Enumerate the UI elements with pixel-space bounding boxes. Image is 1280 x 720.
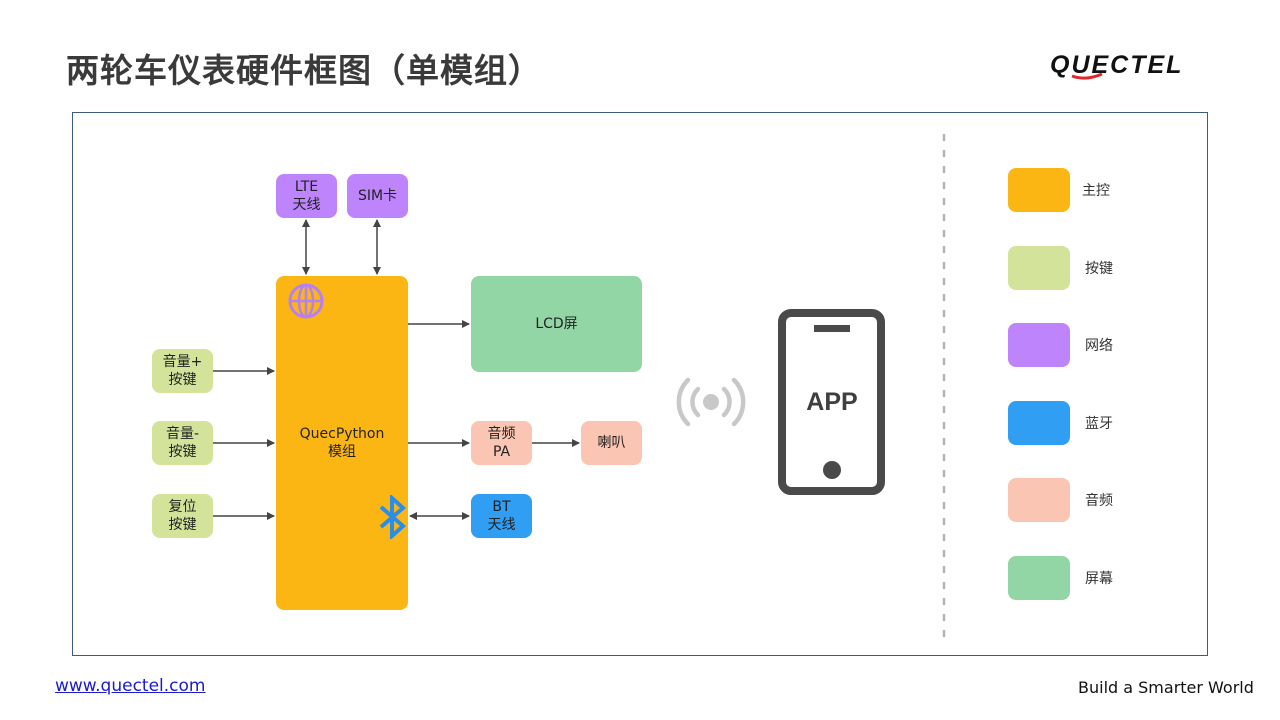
sim-card-label: SIM卡 bbox=[357, 188, 398, 204]
legend-swatch-bluetooth bbox=[1008, 401, 1070, 445]
legend-swatch-audio bbox=[1008, 478, 1070, 522]
legend-label-audio: 音频 bbox=[1085, 493, 1113, 509]
legend-swatch-screen bbox=[1008, 556, 1070, 600]
audio-pa-line2: PA bbox=[492, 444, 511, 460]
speaker-label: 喇叭 bbox=[597, 435, 626, 451]
vol-down-line2: 按键 bbox=[168, 444, 197, 460]
reset-key-line1: 复位 bbox=[168, 499, 197, 515]
globe-icon bbox=[288, 283, 324, 319]
legend-swatch-network bbox=[1008, 323, 1070, 367]
main-module-line1: QuecPython bbox=[299, 426, 385, 442]
lcd-box: LCD屏 bbox=[471, 276, 642, 372]
footer-website-link[interactable]: www.quectel.com bbox=[55, 676, 206, 696]
main-module-line2: 模组 bbox=[327, 444, 356, 460]
bt-antenna-line2: 天线 bbox=[487, 517, 516, 533]
lte-antenna-line1: LTE bbox=[294, 179, 319, 195]
slide-title: 两轮车仪表硬件框图（单模组） bbox=[66, 51, 542, 90]
legend-label-main-control: 主控 bbox=[1082, 183, 1110, 199]
bt-antenna-line1: BT bbox=[492, 499, 511, 515]
app-label: APP bbox=[806, 388, 857, 416]
quectel-logo: QUECTEL bbox=[1050, 51, 1183, 80]
bluetooth-icon bbox=[379, 495, 407, 539]
lte-antenna-line2: 天线 bbox=[292, 197, 321, 213]
logo-wordmark: QUECTEL bbox=[1050, 51, 1183, 79]
sim-card-box: SIM卡 bbox=[347, 174, 408, 218]
audio-pa-line1: 音频 bbox=[487, 426, 516, 442]
vol-down-key-box: 音量- 按键 bbox=[152, 421, 213, 465]
legend-label-screen: 屏幕 bbox=[1085, 571, 1113, 587]
smartphone-icon: APP bbox=[778, 309, 885, 495]
wireless-signal-icon bbox=[676, 377, 746, 427]
vol-up-key-box: 音量+ 按键 bbox=[152, 349, 213, 393]
bt-antenna-box: BT 天线 bbox=[471, 494, 532, 538]
legend-swatch-keys bbox=[1008, 246, 1070, 290]
legend-label-keys: 按键 bbox=[1085, 261, 1113, 277]
legend-label-bluetooth: 蓝牙 bbox=[1085, 416, 1113, 432]
audio-pa-box: 音频 PA bbox=[471, 421, 532, 465]
reset-key-line2: 按键 bbox=[168, 517, 197, 533]
legend-label-network: 网络 bbox=[1085, 338, 1113, 354]
lte-antenna-box: LTE 天线 bbox=[276, 174, 337, 218]
reset-key-box: 复位按键 bbox=[152, 494, 213, 538]
legend-swatch-main-control bbox=[1008, 168, 1070, 212]
vol-up-line1: 音量+ bbox=[162, 354, 203, 370]
speaker-box: 喇叭 bbox=[581, 421, 642, 465]
lcd-label: LCD屏 bbox=[535, 316, 578, 332]
vol-up-line2: 按键 bbox=[168, 372, 197, 388]
diagram-frame bbox=[72, 112, 1208, 656]
footer-slogan: Build a Smarter World bbox=[1078, 678, 1254, 697]
vol-down-line1: 音量- bbox=[165, 426, 200, 442]
main-module-box: QuecPython 模组 bbox=[276, 276, 408, 610]
